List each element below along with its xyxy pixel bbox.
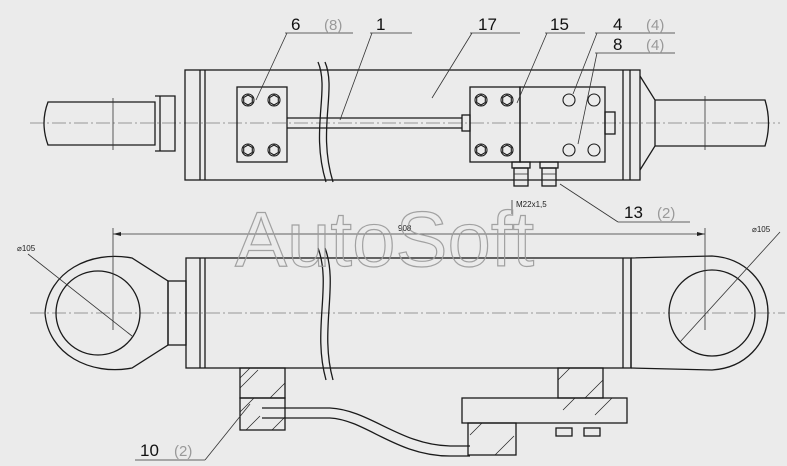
bottom-view bbox=[27, 228, 785, 457]
length-dimension: 908 bbox=[398, 224, 412, 233]
callout-17-number: 17 bbox=[478, 15, 497, 34]
bolt-icons bbox=[241, 93, 601, 157]
callout-15-number: 15 bbox=[550, 15, 569, 34]
callout-8-qty: (4) bbox=[646, 37, 664, 54]
dimension-labels: M22x1,5 908 ⌀105 ⌀105 bbox=[17, 200, 771, 253]
callout-labels: 6 (8) 1 17 15 4 (4) 8 (4) 13 (2) 10 (2) bbox=[140, 15, 675, 460]
callout-6-number: 6 bbox=[291, 15, 300, 34]
leader-lines bbox=[135, 32, 690, 461]
thread-dimension: M22x1,5 bbox=[516, 200, 547, 209]
callout-1-number: 1 bbox=[376, 15, 385, 34]
watermark: AutoSoft bbox=[235, 195, 535, 283]
callout-10-number: 10 bbox=[140, 441, 159, 460]
top-view bbox=[30, 61, 780, 187]
callout-6-qty: (8) bbox=[324, 17, 342, 34]
right-eye-diameter: ⌀105 bbox=[752, 225, 771, 234]
callout-4-qty: (4) bbox=[646, 17, 664, 34]
callout-13-qty: (2) bbox=[657, 205, 675, 222]
left-eye-diameter: ⌀105 bbox=[17, 244, 36, 253]
callout-8-number: 8 bbox=[613, 35, 622, 54]
callout-4-number: 4 bbox=[613, 15, 622, 34]
callout-10-qty: (2) bbox=[174, 443, 192, 460]
callout-13-number: 13 bbox=[624, 203, 643, 222]
